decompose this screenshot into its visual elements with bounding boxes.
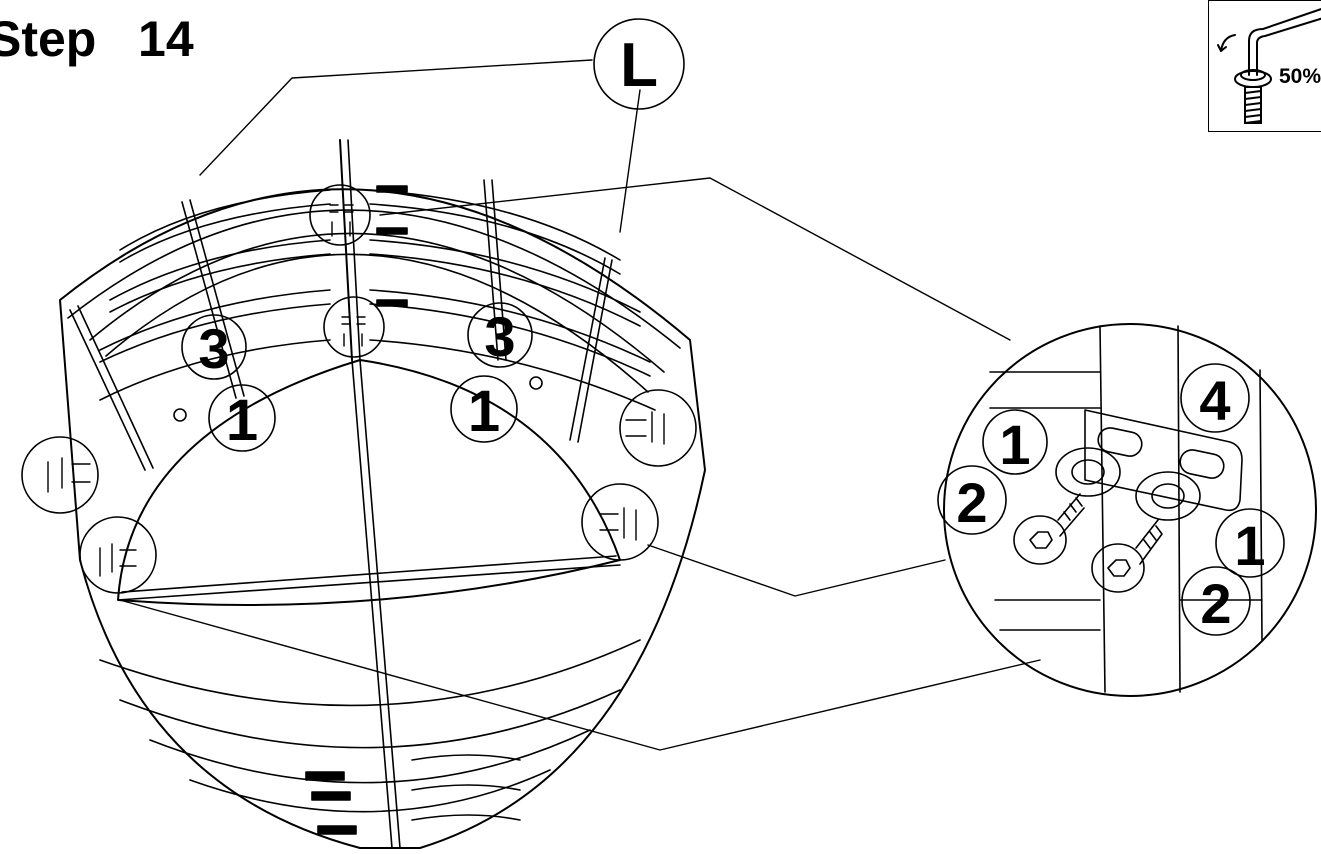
step-title: Step 14	[0, 11, 194, 67]
loose-bolts	[173, 376, 543, 422]
detail-callout-1-right: 1	[1234, 514, 1265, 577]
screw-right	[1091, 519, 1163, 593]
part-label-l: L	[620, 31, 658, 100]
detail-callout-1-top: 1	[999, 413, 1030, 476]
tool-torque-box: 50%	[1208, 0, 1321, 132]
torque-percent: 50%	[1279, 65, 1321, 88]
bolt-clusters	[47, 204, 665, 577]
detail-callout-2-bottom: 2	[1200, 572, 1231, 635]
detail-magnifier	[943, 323, 1317, 697]
allen-key-icon	[1217, 8, 1321, 124]
leader-lines	[119, 59, 1041, 751]
callout-1-right: 1	[468, 379, 500, 444]
callout-3-right: 3	[484, 305, 515, 368]
detail-callout-2-left: 2	[956, 471, 987, 534]
planter-body	[59, 139, 706, 849]
screw-left	[1013, 493, 1085, 565]
callout-1-left: 1	[226, 388, 258, 453]
callout-circles	[181, 18, 1285, 636]
detail-callout-4: 4	[1199, 369, 1230, 432]
bolt-detail-circles	[21, 184, 697, 594]
callout-3-left: 3	[198, 317, 229, 380]
